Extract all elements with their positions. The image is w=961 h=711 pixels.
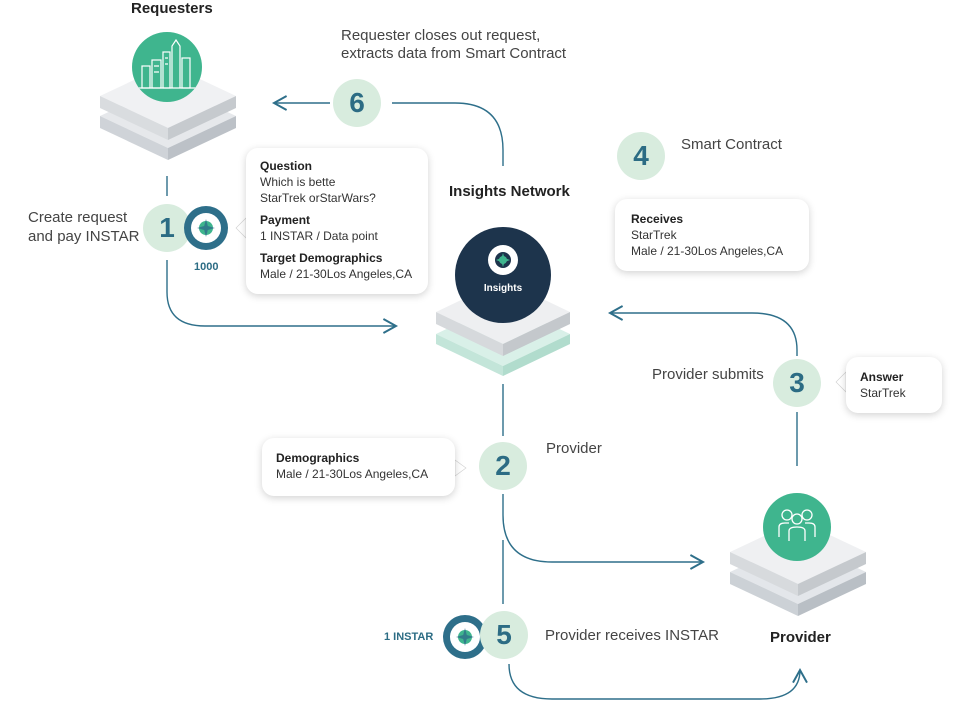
step2-badge: 2	[479, 442, 527, 490]
step6-label-line2: extracts data from Smart Contract	[341, 45, 567, 62]
step4-label: Smart Contract	[681, 136, 782, 153]
step3-badge: 3	[773, 359, 821, 407]
question-line2: StarTrek orStarWars?	[260, 191, 376, 205]
step3-label: Provider submits	[652, 366, 764, 383]
question-line1: Which is bette	[260, 175, 336, 189]
network-logo-text: Insights	[483, 283, 523, 294]
demographics-title: Demographics	[276, 451, 360, 465]
payment-value: 1 INSTAR / Data point	[260, 229, 378, 243]
people-group-icon	[763, 493, 831, 561]
step1-badge: 1	[143, 204, 191, 252]
insights-logo-icon: Insights	[455, 227, 551, 323]
target-demographics-title: Target Demographics	[260, 251, 383, 265]
network-title: Insights Network	[449, 183, 570, 200]
provider-title: Provider	[770, 629, 831, 646]
step4-badge: 4	[617, 132, 665, 180]
receives-card: Receives StarTrek Male / 21-30Los Angele…	[615, 199, 809, 271]
city-skyline-icon	[132, 32, 202, 102]
receives-line2: Male / 21-30Los Angeles,CA	[631, 244, 784, 258]
demographics-value: Male / 21-30Los Angeles,CA	[276, 467, 429, 481]
step6-badge: 6	[333, 79, 381, 127]
question-title: Question	[260, 159, 313, 173]
payment-title: Payment	[260, 213, 311, 227]
answer-title: Answer	[860, 370, 904, 384]
request-card: Question Which is bette StarTrek orStarW…	[246, 148, 428, 294]
step5-coin-amount: 1 INSTAR	[384, 631, 434, 643]
step1-label-line1: Create request	[28, 209, 128, 226]
step5-label: Provider receives INSTAR	[545, 627, 719, 644]
provider-platform	[730, 520, 866, 616]
step2-label: Provider	[546, 440, 602, 457]
demographics-card: Demographics Male / 21-30Los Angeles,CA	[262, 438, 455, 496]
step5-badge: 5	[480, 611, 528, 659]
receives-title: Receives	[631, 212, 684, 226]
step1-coin-amount: 1000	[194, 261, 219, 273]
receives-line1: StarTrek	[631, 228, 677, 242]
target-demographics-value: Male / 21-30Los Angeles,CA	[260, 267, 413, 281]
step1-label-line2: and pay INSTAR	[28, 228, 140, 245]
instar-coin-icon	[440, 612, 490, 662]
requesters-title: Requesters	[131, 0, 213, 17]
answer-card: Answer StarTrek	[846, 357, 942, 413]
instar-coin-icon	[181, 203, 231, 253]
step6-label-line1: Requester closes out request,	[341, 27, 541, 44]
answer-value: StarTrek	[860, 386, 906, 400]
